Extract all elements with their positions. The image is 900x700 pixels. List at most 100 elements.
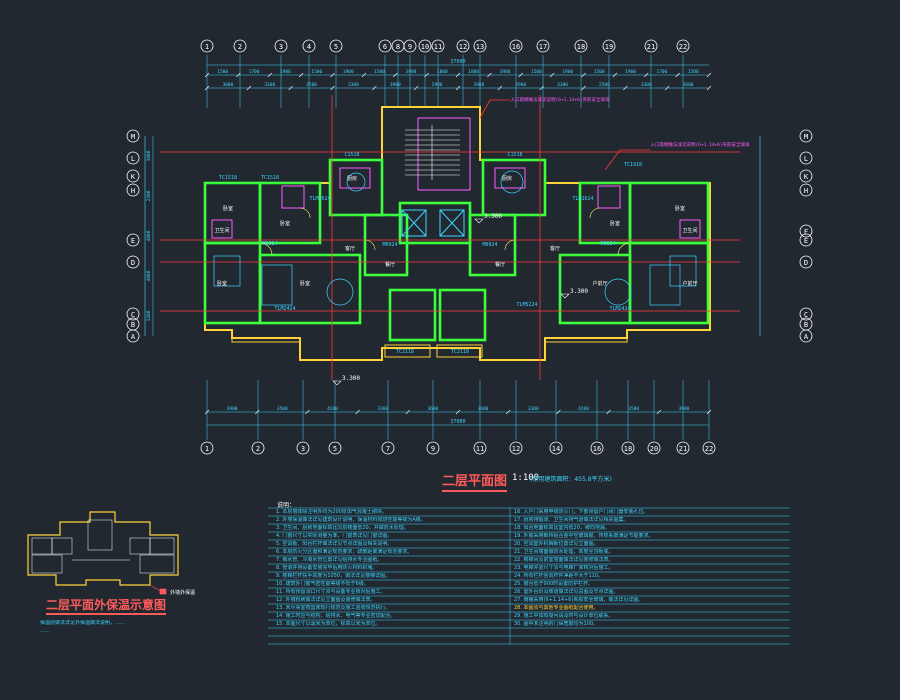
sliding-door-label: TLM1624 (309, 196, 330, 202)
axis-bubble-right (799, 129, 813, 143)
axis-letter-left: E (131, 237, 135, 245)
room-label: 卧室 (280, 220, 290, 227)
axis-letter-right: E (804, 237, 808, 245)
axis-number-bottom: 2 (256, 445, 260, 453)
note-left-item: 1. 本层墙体除注明外均为200厚加气混凝土砌块。 (276, 509, 387, 515)
room-label: 卫生间 (214, 227, 229, 234)
axis-bubble-top (676, 39, 690, 53)
note-left-item: 13. 未尽事宜按国家现行规范及施工验收规范执行。 (276, 605, 391, 611)
axis-bubble-top (574, 39, 588, 53)
dimension-bottom: 4200 (578, 406, 589, 412)
dimension-bottom: 3600 (427, 406, 438, 412)
axis-bubble-bottom (426, 441, 440, 455)
dimension-top-2: 3900 (390, 82, 401, 88)
axis-number-top: 18 (577, 43, 585, 51)
room-label: 卧室 (217, 280, 227, 287)
drawing-title: 二层平面图 (442, 470, 508, 492)
notes-heading: 说明： (277, 502, 296, 509)
dimension-top: 1900 (280, 69, 291, 75)
note-right-item: 27. 雨棚采用(6+1.14+6)夹胶安全玻璃，做法详见详图。 (514, 597, 644, 603)
dimension-top-2: 3300 (264, 82, 275, 88)
axis-letter-right: M (804, 133, 808, 141)
note-left-item: 14. 施工时应与结构、给排水、电气等专业密切配合。 (276, 613, 396, 619)
dimension-top-2: 3600 (222, 82, 233, 88)
note-left-item: 7. 雨水管、冷凝水管位置详见给排水专业图纸。 (276, 557, 383, 563)
axis-bubble-right (799, 233, 813, 247)
axis-number-top: 1 (205, 43, 209, 51)
axis-letter-right: H (804, 187, 808, 195)
axis-bubble-top (456, 39, 470, 53)
axis-bubble-bottom (251, 441, 265, 455)
room-label: 厨房 (502, 175, 512, 182)
axis-letter-left: B (131, 321, 135, 329)
axis-letter-left: M (131, 133, 135, 141)
axis-bubble-left (126, 129, 140, 143)
axis-letter-left: C (131, 311, 135, 319)
axis-bubble-right (799, 329, 813, 343)
dimension-top: 1800 (437, 69, 448, 75)
dimension-top: 1700 (657, 69, 668, 75)
callout-text: 入口雨棚做法详见说明(6+1.14+6)夹胶安全玻璃 (650, 141, 750, 148)
dimension-top: 1800 (468, 69, 479, 75)
mini-insulation-plan: 外墙外保温 (27, 511, 195, 596)
window-label: TC2118 (396, 349, 414, 355)
axis-bubble-top (378, 39, 392, 53)
axis-number-top: 2 (238, 43, 242, 51)
dimension-top-2: 3300 (348, 82, 359, 88)
axis-bubble-bottom (676, 441, 690, 455)
note-right-item: 21. 卫生间墙面做防水处理，高度至顶板底。 (514, 549, 614, 555)
door-label: M0824 (262, 241, 277, 247)
dimension-top: 1900 (625, 69, 636, 75)
dimension-bottom: 3900 (227, 406, 238, 412)
axis-number-bottom: 14 (552, 445, 560, 453)
axis-number-bottom: 11 (476, 445, 484, 453)
axis-letter-right: B (804, 321, 808, 329)
axis-number-bottom: 22 (705, 445, 713, 453)
dimension-bottom: 3300 (377, 406, 388, 412)
room-label: 卫生间 (682, 227, 697, 234)
axis-letter-right: F (804, 228, 808, 236)
axis-number-top: 13 (476, 43, 484, 51)
axis-letter-left: L (131, 155, 135, 163)
axis-bubble-right (799, 169, 813, 183)
note-left-item: 10. 建筑外门窗气密性能等级不低于6级。 (276, 581, 369, 587)
axis-number-bottom: 18 (624, 445, 632, 453)
axis-bubble-bottom (200, 441, 214, 455)
axis-letter-left: D (131, 259, 135, 267)
axis-number-top: 16 (512, 43, 520, 51)
axis-number-bottom: 9 (431, 445, 435, 453)
dimension-top-2: 2900 (515, 82, 526, 88)
room-label: 客厅 (345, 245, 355, 252)
note-right-item: 29. 施工中如有疑问请及时与设计单位联系。 (514, 613, 614, 619)
note-left-item: 9. 楼梯栏杆扶手高度为1050，做法详见楼梯详图。 (276, 573, 391, 579)
mini-plan-note-2: …… (40, 628, 50, 634)
dimension-left: 2300 (146, 190, 152, 201)
axis-bubble-top (302, 39, 316, 53)
room-labels: 卧室卧室卧室卧室卧室卧室户前厅户前厅客厅客厅餐厅餐厅厨房厨房卫生间卫生间TLM1… (214, 96, 750, 386)
note-left-item: 8. 管道井待设备安装完毕后用防火材料封堵。 (276, 565, 378, 571)
room-label: 卧室 (300, 280, 310, 287)
note-right-item: 19. 外窗采用断桥铝合金中空玻璃窗，传热系数满足节能要求。 (514, 533, 654, 539)
dimension-top-2: 2500 (599, 82, 610, 88)
note-right-item: 22. 楼梯间及前室墙面做法详见装修做法表。 (514, 557, 614, 563)
axis-bubble-left (126, 255, 140, 269)
axis-bubble-bottom (328, 441, 342, 455)
axis-bubble-top (473, 39, 487, 53)
note-right-item: 28. 本图须与其他专业图纸配合使用。 (514, 605, 599, 611)
axis-number-bottom: 20 (650, 445, 658, 453)
room-label: 卧室 (223, 205, 233, 212)
axis-bubble-top (536, 39, 550, 53)
axis-number-top: 11 (434, 43, 442, 51)
note-right-item: 30. 图中未注明的门垛宽度均为100。 (514, 621, 599, 627)
total-width-bottom: 37000 (450, 419, 465, 425)
room-label: 卧室 (675, 205, 685, 212)
axis-number-top: 5 (334, 43, 338, 51)
axis-number-bottom: 12 (512, 445, 520, 453)
axis-letter-left: H (131, 187, 135, 195)
axis-number-top: 8 (396, 43, 400, 51)
axis-letter-right: A (804, 333, 809, 341)
note-left-item: 15. 本图尺寸以毫米为单位，标高以米为单位。 (276, 621, 381, 627)
axis-bubble-left (126, 183, 140, 197)
axis-bubble-top (403, 39, 417, 53)
